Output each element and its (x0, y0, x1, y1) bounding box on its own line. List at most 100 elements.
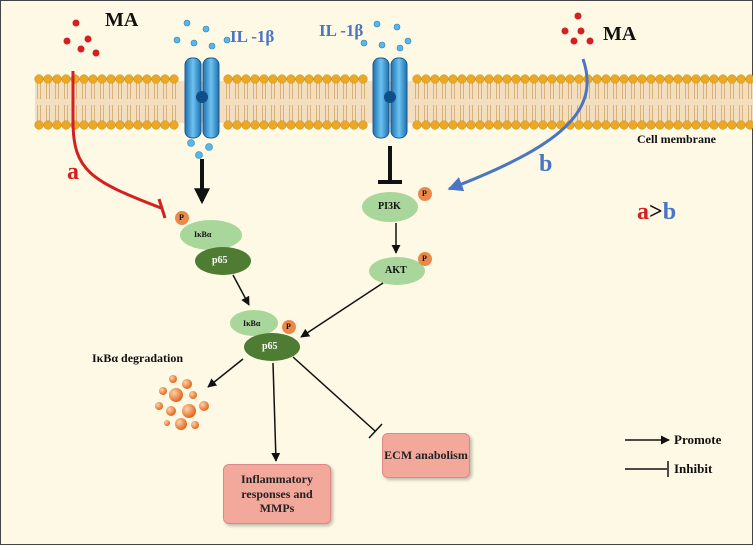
phospho-akt (418, 252, 432, 266)
lipid-head (421, 120, 431, 130)
lipid-head (97, 120, 107, 130)
lipid-head (565, 74, 575, 84)
lipid-head (601, 74, 611, 84)
phospho-ikba-top-label: P (179, 213, 184, 222)
ma-molecules-left (63, 19, 100, 57)
lipid-head (646, 74, 656, 84)
lipid-head (142, 120, 152, 130)
lipid-head (43, 74, 53, 84)
il1b-receptor-right (372, 57, 408, 139)
phospho-akt-label: P (422, 254, 427, 263)
lipid-head (412, 74, 422, 84)
lipid-head (439, 120, 449, 130)
lipid-head (34, 120, 44, 130)
lipid-head (331, 74, 341, 84)
lipid-head (223, 120, 233, 130)
phospho-pi3k-label: P (422, 189, 427, 198)
lipid-head (664, 120, 674, 130)
lipid-head (466, 120, 476, 130)
pi3k-label: PI3K (378, 201, 401, 212)
lipid-head (259, 74, 269, 84)
lipid-head (493, 74, 503, 84)
lipid-head (322, 74, 332, 84)
lipid-head (466, 74, 476, 84)
lipid-head (421, 74, 431, 84)
lipid-head (628, 74, 638, 84)
lipid-head (682, 120, 692, 130)
lipid-head (412, 120, 422, 130)
lipid-head (259, 120, 269, 130)
lipid-head (151, 74, 161, 84)
lipid-head (79, 120, 89, 130)
ma-molecules-right (561, 12, 594, 45)
lipid-head (250, 120, 260, 130)
lipid-head (142, 74, 152, 84)
lipid-head (250, 74, 260, 84)
il1b-molecules-left (173, 19, 231, 159)
lipid-head (61, 120, 71, 130)
lipid-head (151, 120, 161, 130)
lipid-head (124, 120, 134, 130)
lipid-head (115, 74, 125, 84)
il1b-label-left: IL -1β (230, 27, 275, 46)
akt-to-p65-arrow (300, 282, 384, 338)
lipid-head (88, 120, 98, 130)
lipid-head (655, 120, 665, 130)
lipid-head (241, 120, 251, 130)
lipid-head (673, 120, 683, 130)
lipid-head (439, 74, 449, 84)
lipid-head (277, 74, 287, 84)
lipid-head (133, 120, 143, 130)
lipid-head (493, 120, 503, 130)
membrane-heads-bottom (34, 120, 753, 130)
lipid-head (268, 120, 278, 130)
lipid-head (313, 120, 323, 130)
lipid-head (268, 74, 278, 84)
akt-node (369, 257, 425, 285)
path-a-label: a (67, 159, 79, 185)
lipid-head (520, 74, 530, 84)
ecm-inhibit-bar (368, 423, 383, 439)
membrane-heads-top (34, 74, 753, 84)
lipid-head (574, 120, 584, 130)
lipid-head (637, 120, 647, 130)
ecm-box: ECM anabolism (382, 433, 470, 478)
phospho-ikba-top (175, 211, 189, 225)
path-b-arrow (447, 58, 589, 192)
degradation-arrow (207, 358, 244, 388)
lipid-head (115, 120, 125, 130)
ikba-degradation-label: IκBα degradation (92, 351, 184, 365)
lipid-head (709, 120, 719, 130)
lipid-head (340, 120, 350, 130)
lipid-head (538, 120, 548, 130)
lipid-head (664, 74, 674, 84)
lipid-head (529, 120, 539, 130)
lipid-head (457, 120, 467, 130)
lipid-head (601, 120, 611, 130)
lipid-head (277, 120, 287, 130)
lipid-head (511, 74, 521, 84)
p65-mid-label: p65 (262, 341, 278, 352)
lipid-head (475, 120, 485, 130)
inflammatory-box: Inflammatory responses and MMPs (223, 464, 331, 524)
lipid-head (169, 120, 179, 130)
il1b-label-right: IL -1β (319, 21, 364, 40)
lipid-head (592, 120, 602, 130)
lipid-head (529, 74, 539, 84)
lipid-head (349, 74, 359, 84)
ikba-node-top (180, 220, 242, 250)
lipid-head (547, 74, 557, 84)
lipid-head (340, 74, 350, 84)
lipid-head (655, 74, 665, 84)
ecm-inhibit-line (292, 356, 376, 432)
lipid-head (43, 120, 53, 130)
lipid-head (349, 120, 359, 130)
lipid-head (709, 74, 719, 84)
lipid-head (322, 120, 332, 130)
lipid-head (511, 120, 521, 130)
lipid-head (484, 74, 494, 84)
lipid-head (547, 120, 557, 130)
lipid-head (304, 74, 314, 84)
